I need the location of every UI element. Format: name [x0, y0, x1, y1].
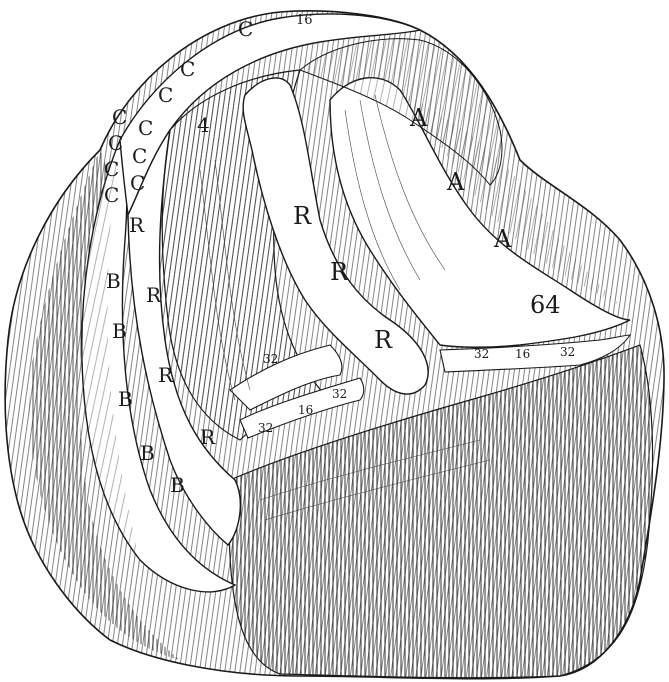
label-32-e: 32 [560, 345, 575, 359]
label-16-c: 16 [515, 347, 530, 361]
label-32-c: 32 [332, 387, 347, 401]
label-a-1: A [409, 104, 428, 132]
label-c-mid-1: C [138, 116, 153, 140]
label-c-top: C [238, 17, 253, 41]
label-64: 64 [530, 291, 561, 319]
label-32-d: 32 [474, 347, 489, 361]
label-32-b: 32 [258, 421, 273, 435]
label-r-center-3: R [374, 326, 393, 354]
label-a-3: A [493, 225, 512, 253]
label-c-left-4: C [104, 183, 119, 207]
label-r-left-1: R [129, 213, 145, 237]
label-c-left-3: C [104, 157, 119, 181]
label-c-mid-3: C [130, 171, 145, 195]
label-16-top: 16 [296, 13, 313, 28]
label-c-row2-b: C [158, 83, 173, 107]
label-r-center-1: R [293, 202, 312, 230]
label-r-left-2: R [146, 283, 162, 307]
label-b-2: B [112, 319, 127, 343]
label-r-left-4: R [200, 425, 216, 449]
label-four: 4 [197, 113, 210, 137]
label-c-row2-a: C [180, 57, 195, 81]
label-b-3: B [118, 387, 133, 411]
label-b-1: B [106, 269, 121, 293]
label-c-mid-2: C [132, 144, 147, 168]
label-r-left-3: R [158, 363, 174, 387]
label-r-center-2: R [330, 258, 349, 286]
label-a-2: A [446, 168, 465, 196]
label-c-left-1: C [112, 105, 127, 129]
label-b-4: B [140, 441, 155, 465]
label-c-left-2: C [108, 131, 123, 155]
label-b-5: B [170, 473, 185, 497]
label-32-a: 32 [263, 352, 278, 366]
label-16-b: 16 [298, 403, 313, 417]
